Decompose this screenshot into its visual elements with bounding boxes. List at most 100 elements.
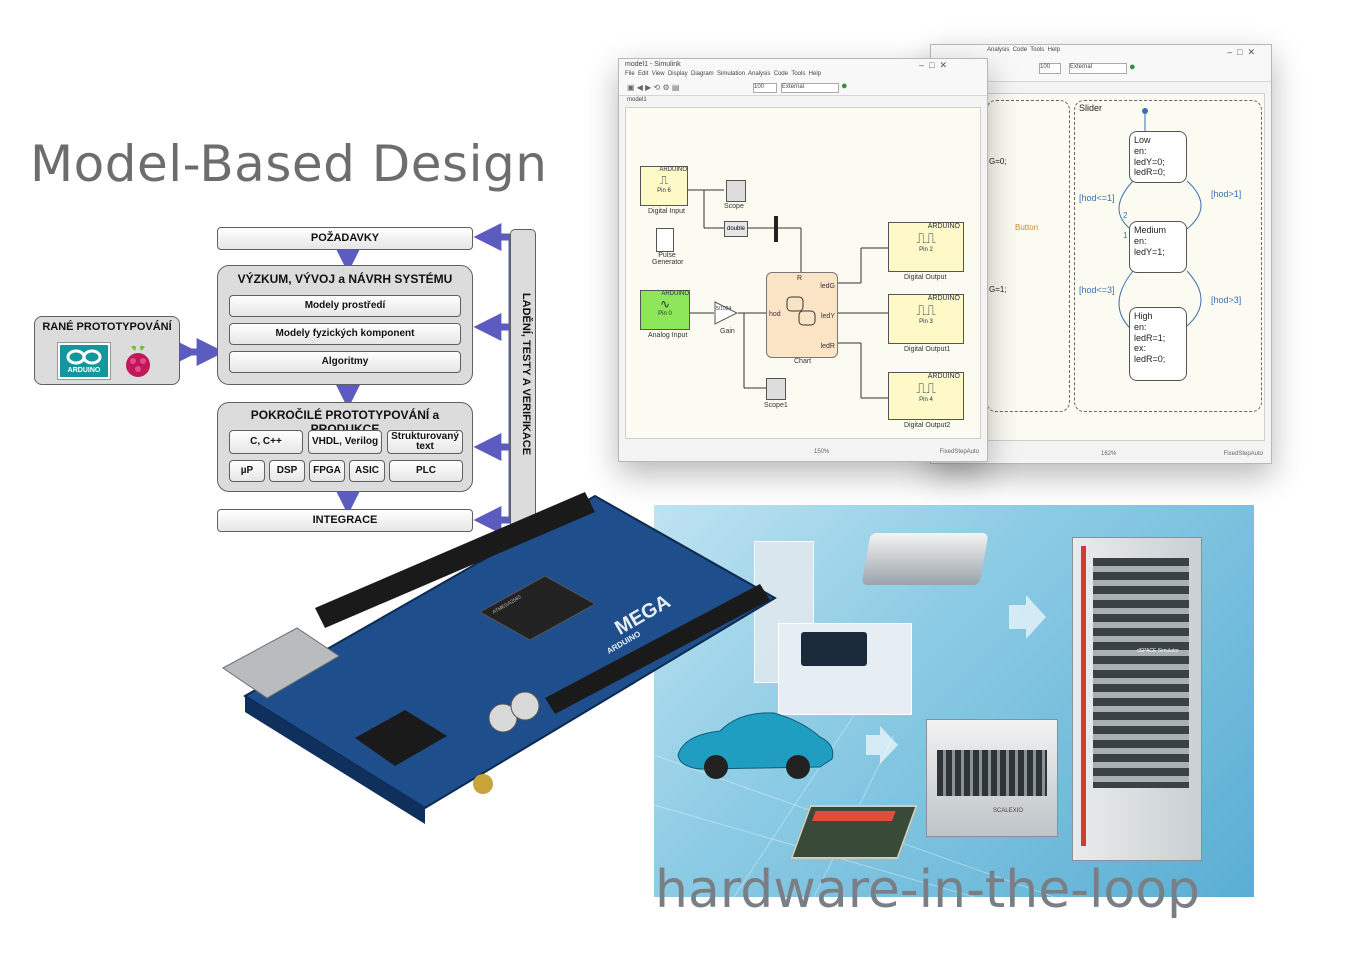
simulink-mode-select[interactable]: External <box>781 83 839 93</box>
menu-simulation[interactable]: Simulation <box>717 71 746 77</box>
research-item-environment: Modely prostředí <box>229 295 461 317</box>
sf-transition-1: [hod<=1] <box>1079 193 1115 203</box>
menu-file[interactable]: File <box>625 71 635 77</box>
sf-state-high-line: en: <box>1134 321 1147 332</box>
adv-item-plc: PLC <box>389 460 463 482</box>
block-pin3-brand: ARDUINO <box>927 295 960 302</box>
simulink-window-controls[interactable]: – □ ✕ <box>919 60 947 70</box>
sf-state-low[interactable]: Low en: ledY=0; ledR=0; <box>1129 131 1187 183</box>
arduino-logo-text: ARDUINO <box>67 367 101 374</box>
requirements-box: POŽADAVKY <box>217 227 473 250</box>
sf-menu-tools[interactable]: Tools <box>1030 47 1045 53</box>
adv-item-dsp: DSP <box>269 460 305 482</box>
sf-menu-help[interactable]: Help <box>1047 47 1060 53</box>
block-scope1[interactable] <box>766 378 786 400</box>
block-pin2-pin: Pin 2 <box>919 247 933 253</box>
sf-state-low-name: Low <box>1134 135 1151 145</box>
block-pin0[interactable]: ARDUINO ∿ Pin 0 <box>640 290 690 330</box>
side-label: LADĚNÍ, TESTY A VERIFIKACE <box>520 292 532 456</box>
raspberry-pi-logo <box>121 341 155 386</box>
sf-left-frag1: G=0; <box>989 157 1007 166</box>
sf-slider-title: Slider <box>1079 103 1103 113</box>
scalexio-slots <box>937 750 1047 796</box>
menu-view[interactable]: View <box>651 71 665 77</box>
block-pin4[interactable]: ARDUINO ⎍⎍ Pin 4 <box>888 372 964 420</box>
adv-item-st: Strukturovaný text <box>387 430 463 454</box>
sf-menu-analysis[interactable]: Analysis <box>987 47 1010 53</box>
block-gain[interactable] <box>714 301 738 325</box>
page-title: Model-Based Design <box>30 135 548 193</box>
block-pin2[interactable]: ARDUINO ⎍⎍ Pin 2 <box>888 222 964 272</box>
sf-state-low-line: ledY=0; <box>1134 156 1165 167</box>
sf-mode-select[interactable]: External <box>1069 63 1127 74</box>
sf-state-medium-line: en: <box>1134 235 1147 246</box>
research-item-algorithms: Algoritmy <box>229 351 461 373</box>
simulink-breadcrumb[interactable]: model1 <box>627 97 647 103</box>
sf-state-low-line: en: <box>1134 145 1147 156</box>
block-pin2-label: Digital Output <box>904 274 947 281</box>
block-double[interactable]: double <box>724 221 748 237</box>
adv-item-c: C, C++ <box>229 430 303 454</box>
simulink-toolbar-icons[interactable]: ▣ ◀ ▶ ⟲ ⚙ ▤ <box>627 83 680 92</box>
side-panel: LADĚNÍ, TESTY A VERIFIKACE <box>510 229 536 533</box>
research-group: VÝZKUM, VÝVOJ a NÁVRH SYSTÉMU Modely pro… <box>217 265 473 385</box>
scalexio-rack: SCALEXIO <box>926 719 1058 837</box>
arduino-logo: ARDUINO <box>57 342 111 380</box>
advanced-group: POKROČILÉ PROTOTYPOVÁNÍ a PRODUKCE C, C+… <box>217 402 473 492</box>
sf-transition-3: [hod<=3] <box>1079 285 1115 295</box>
block-pin4-pin: Pin 4 <box>919 397 933 403</box>
menu-display[interactable]: Display <box>667 71 688 77</box>
block-chart[interactable]: R hod ledG ledY ledR <box>766 272 838 358</box>
stateflow-canvas: G=0; G=1; Button Slider Low en: ledY=0; … <box>986 93 1265 441</box>
scalexio-label: SCALEXIO <box>993 808 1024 814</box>
digital-out-icon: ⎍⎍ <box>916 230 936 246</box>
arduino-infinity-icon <box>60 345 108 377</box>
research-item-physical: Modely fyzických komponent <box>229 323 461 345</box>
hil-caption: hardware-in-the-loop <box>655 860 1201 920</box>
chart-port-ledg: ledG <box>820 283 835 290</box>
chart-port-hod: hod <box>769 311 781 318</box>
block-pin6[interactable]: ARDUINO ⎍ Pin 6 <box>640 166 688 206</box>
block-pin4-brand: ARDUINO <box>927 373 960 380</box>
sf-left-frag2: G=1; <box>989 285 1007 294</box>
sf-state-high[interactable]: High en: ledR=1; ex: ledR=0; <box>1129 307 1187 381</box>
raspberry-icon <box>126 345 150 377</box>
menu-help[interactable]: Help <box>808 71 822 77</box>
simulink-zoom: 150% <box>814 449 830 455</box>
menu-analysis[interactable]: Analysis <box>748 71 771 77</box>
block-pin4-label: Digital Output2 <box>904 422 951 429</box>
block-scope-label: Scope <box>724 203 744 210</box>
adv-item-up: µP <box>229 460 265 482</box>
ecu-unit <box>861 533 989 585</box>
sf-slider-chart: Slider Low en: ledY=0; ledR=0; Medium en… <box>1074 100 1262 412</box>
sf-state-medium[interactable]: Medium en: ledY=1; <box>1129 221 1187 273</box>
simulink-run-icon[interactable]: ● <box>841 80 848 92</box>
sf-menu-code[interactable]: Code <box>1012 47 1028 53</box>
hil-panel: SCALEXIO dSPACE Simulator <box>654 505 1254 897</box>
simulink-stop-time[interactable]: 100 <box>753 83 777 93</box>
sf-state-high-line: ledR=1; <box>1134 332 1166 343</box>
sf-window-controls[interactable]: – □ ✕ <box>1227 47 1255 57</box>
simulink-menu: File Edit View Display Diagram Simulatio… <box>625 71 821 77</box>
menu-edit[interactable]: Edit <box>638 71 649 77</box>
menu-tools[interactable]: Tools <box>791 71 806 77</box>
menu-code[interactable]: Code <box>773 71 789 77</box>
block-pulse[interactable] <box>656 228 674 252</box>
block-gain-value: 5/1024 <box>716 306 732 312</box>
io-board-relays <box>812 811 896 821</box>
io-board <box>790 805 918 859</box>
stateflow-menu: Analysis Code Tools Help <box>987 47 1060 53</box>
block-pin3[interactable]: ARDUINO ⎍⎍ Pin 3 <box>888 294 964 344</box>
sf-zoom: 162% <box>1101 451 1117 457</box>
block-scope1-label: Scope1 <box>764 402 788 409</box>
sf-stop-time[interactable]: 100 <box>1039 63 1061 74</box>
menu-diagram[interactable]: Diagram <box>690 71 714 77</box>
block-pin3-pin: Pin 3 <box>919 319 933 325</box>
block-pulse-label: Pulse Generator <box>652 252 684 266</box>
block-scope[interactable] <box>726 180 746 202</box>
sf-state-high-name: High <box>1134 311 1153 321</box>
sf-run-icon[interactable]: ● <box>1129 61 1136 73</box>
simulink-window: model1 - Simulink – □ ✕ File Edit View D… <box>618 58 988 462</box>
analog-wave-icon: ∿ <box>659 297 671 311</box>
block-pin0-brand: ARDUINO <box>661 291 689 297</box>
